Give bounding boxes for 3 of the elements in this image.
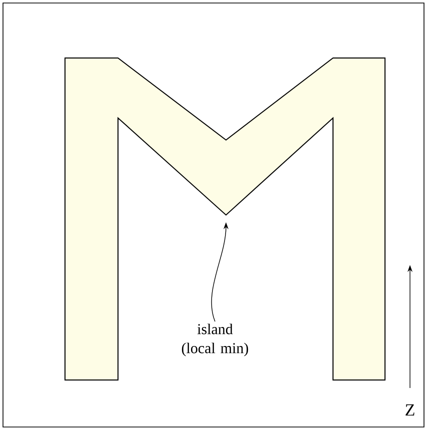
callout-text: island (local min): [182, 324, 248, 356]
letter-m-drawing: [64, 58, 386, 380]
axis-label: Z: [406, 404, 414, 416]
